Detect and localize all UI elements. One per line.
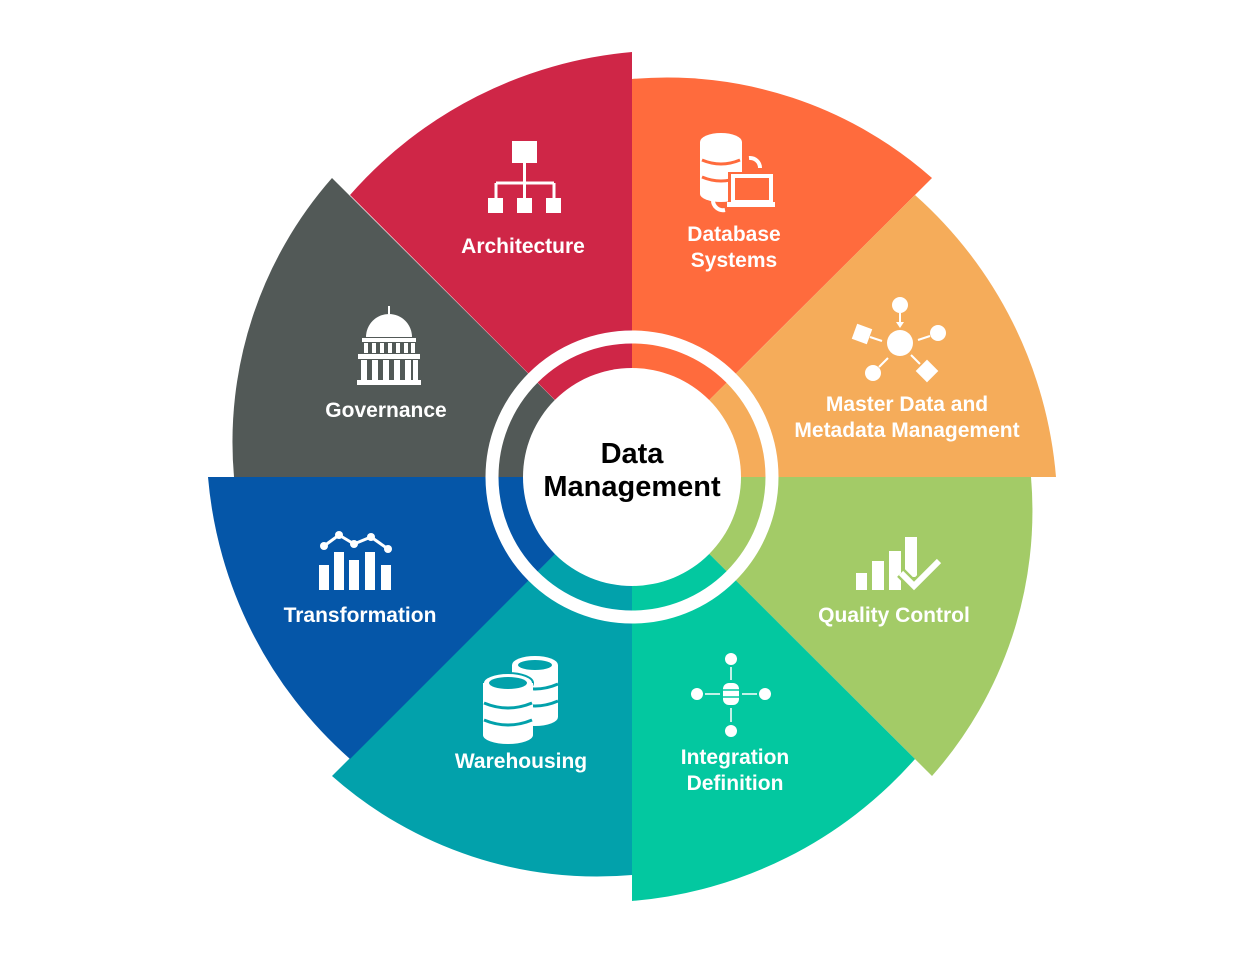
label-database-systems-line1: Database [687,223,781,246]
label-master-data-line2: Metadata Management [794,419,1020,442]
label-integration-line2: Definition [686,772,784,795]
center-title: Data Management [543,438,720,504]
database-laptop-icon [700,133,775,213]
hierarchy-icon [488,141,561,213]
segment-architecture [350,52,632,477]
label-governance: Governance [325,399,447,422]
center-title-line2: Management [543,471,721,503]
bar-chart-check-icon [856,537,943,594]
database-integration-icon [691,653,771,737]
hub-network-icon [851,297,946,383]
label-architecture: Architecture [461,235,585,258]
label-database-systems-line2: Systems [690,249,778,272]
center-circle [523,368,741,586]
label-database-systems: Database Systems [687,222,780,274]
segment-quality-control [632,477,1033,776]
segment-master-data [632,195,1056,477]
label-quality-control: Quality Control [818,604,970,627]
segment-transformation [208,477,632,759]
outer-white-ring [485,330,779,624]
label-master-data-line1: Master Data and [825,393,989,416]
label-integration-definition: Integration Definition [681,745,790,797]
label-transformation: Transformation [283,604,437,627]
label-warehousing: Warehousing [454,750,588,773]
segment-warehousing [332,477,632,877]
segment-integration-definition [632,477,915,901]
label-integration-line1: Integration [680,746,790,769]
label-master-data: Master Data and Metadata Management [794,392,1019,444]
capitol-building-icon [357,306,421,385]
bar-line-chart-icon [319,531,392,590]
stacked-databases-icon [482,656,559,744]
center-title-line1: Data [600,438,664,470]
segment-governance [232,178,632,477]
